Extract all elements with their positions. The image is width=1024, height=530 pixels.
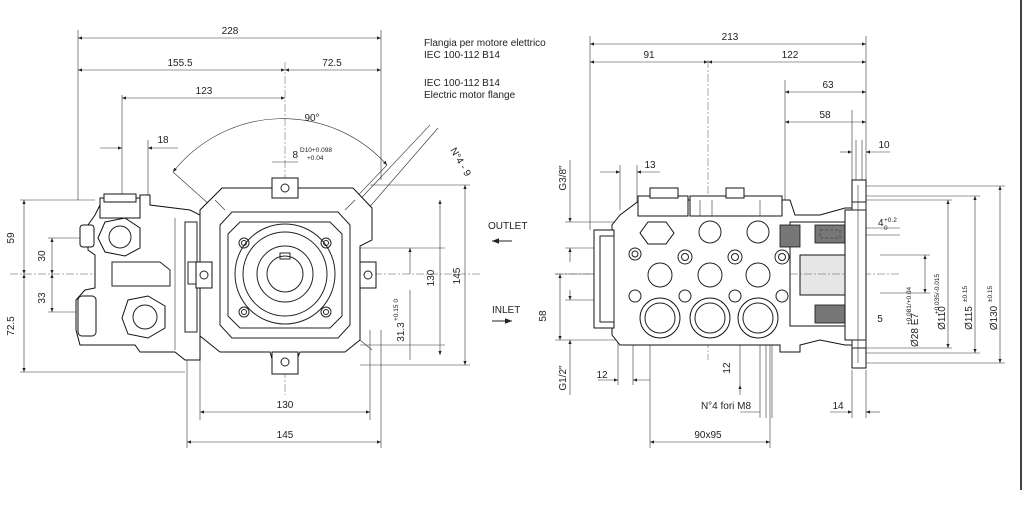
dim-63: 63: [822, 80, 834, 91]
dia-130: Ø130: [989, 305, 1000, 330]
dim-91: 91: [643, 50, 655, 61]
dia-110: Ø110: [937, 306, 948, 330]
note-flange-en-2: Electric motor flange: [424, 90, 516, 101]
dim-72-5-top: 72.5: [322, 58, 342, 69]
dim-18: 18: [157, 135, 169, 146]
note-flange-en-1: IEC 100-112 B14: [424, 78, 500, 89]
dim-122: 122: [782, 50, 799, 61]
dim-145-vertical: 145: [452, 267, 463, 284]
dim-72-5-left: 72.5: [6, 316, 17, 336]
dim-90x95: 90x95: [694, 430, 722, 441]
dim-14: 14: [832, 401, 844, 412]
dim-155-5: 155.5: [167, 58, 192, 69]
dim-58-top: 58: [819, 110, 831, 121]
dim-228: 228: [222, 26, 239, 37]
dim-31-3-tolerance: +0.15 0: [393, 299, 400, 321]
left-view: [10, 30, 480, 448]
dim-123: 123: [196, 86, 213, 97]
inlet-plug-1: [639, 297, 681, 339]
shaft-bore: [256, 245, 314, 303]
top-cap-right: [689, 195, 783, 217]
dim-33: 33: [37, 292, 48, 304]
dim-145-horizontal: 145: [277, 430, 294, 441]
dim-10: 10: [878, 140, 890, 151]
dim-13: 13: [644, 160, 656, 171]
inlet-hex-plug: [121, 295, 166, 339]
angle-90: 90°: [304, 113, 319, 124]
holes-4x9: N°4 - 9: [447, 146, 472, 179]
dia-130-tolerance: ±0.15: [987, 286, 994, 303]
note-flange-it-1: Flangia per motore elettrico: [424, 38, 546, 49]
svg-text:0: 0: [884, 225, 888, 232]
top-cap-left: [637, 195, 689, 217]
outlet-port-hex: [639, 221, 675, 245]
left-end-plug: [593, 229, 615, 329]
key-width-8: 8: [292, 150, 298, 161]
dim-12-vertical: 12: [722, 362, 733, 374]
dim-213: 213: [722, 32, 739, 43]
flange-lug-top: [271, 177, 299, 199]
note-flange-it-2: IEC 100-112 B14: [424, 50, 500, 61]
outlet-label: OUTLET: [488, 221, 527, 232]
key-tolerance-upper: D10+0.098: [300, 147, 332, 154]
inlet-label: INLET: [492, 305, 520, 316]
dim-5: 5: [877, 314, 883, 325]
thread-g1-2: G1/2": [558, 365, 569, 391]
right-view: [492, 36, 1005, 448]
flange-lug-bottom: [271, 351, 299, 375]
dim-130-vertical: 130: [426, 269, 437, 286]
dim-30: 30: [37, 250, 48, 262]
inlet-plug-2: [689, 297, 731, 339]
dia-28-tolerance: +0.081/+0.04: [906, 286, 913, 325]
dia-110-tolerance: +0.035/-0.015: [934, 273, 941, 314]
dia-28: Ø28 E7: [910, 313, 921, 347]
dim-31-3: 31.3: [396, 322, 407, 342]
dim-12-horizontal: 12: [596, 370, 608, 381]
flange-face: [199, 187, 373, 363]
dia-115-tolerance: ±0.15: [962, 286, 969, 303]
dim-130-horizontal: 130: [277, 400, 294, 411]
inlet-plug-3: [737, 297, 779, 339]
dia-115: Ø115: [964, 306, 975, 330]
outlet-hex-plug: [97, 217, 141, 257]
thread-g3-8: G3/8": [558, 165, 569, 191]
dim-4: 4: [878, 218, 884, 229]
holes-m8: N°4 fori M8: [701, 401, 752, 412]
dim-4-tolerance: +0.2: [884, 217, 897, 224]
dim-59: 59: [6, 232, 17, 244]
dim-58-left: 58: [538, 310, 549, 322]
key-tolerance-lower: +0.04: [307, 155, 324, 162]
